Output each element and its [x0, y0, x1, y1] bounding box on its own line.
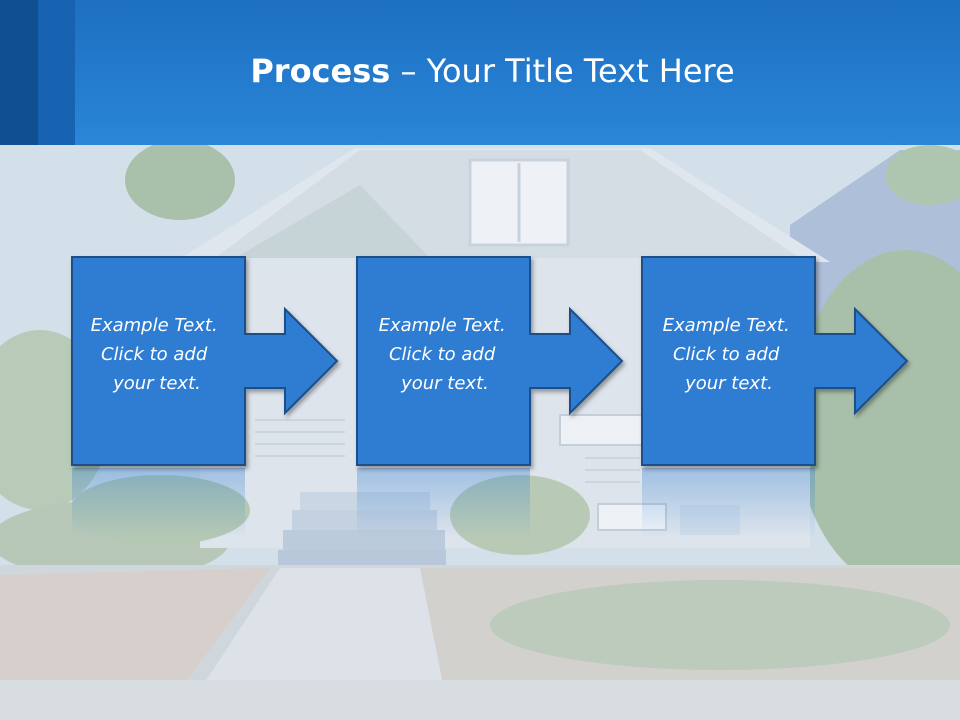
- step-2-text: Example Text. Click to add your text.: [379, 315, 512, 394]
- process-step-1[interactable]: Example Text. Click to add your text.: [71, 256, 339, 538]
- step-3-text: Example Text. Click to add your text.: [663, 315, 796, 394]
- step-3-line-3: your text.: [684, 373, 773, 394]
- banner-accent-dark: [0, 0, 38, 145]
- title-banner: Process – Your Title Text Here: [0, 0, 960, 145]
- step-2-line-2: Click to add: [389, 344, 496, 365]
- step-2-line-3: your text.: [400, 373, 489, 394]
- step-1-line-2: Click to add: [101, 344, 208, 365]
- banner-accent-mid: [38, 0, 75, 145]
- process-step-2[interactable]: Example Text. Click to add your text.: [356, 256, 624, 538]
- step-3-line-1: Example Text.: [663, 315, 790, 336]
- process-step-3[interactable]: Example Text. Click to add your text.: [641, 256, 909, 538]
- slide-title[interactable]: Process – Your Title Text Here: [0, 52, 960, 90]
- title-bold: Process: [250, 52, 391, 90]
- step-3-line-2: Click to add: [673, 344, 780, 365]
- step-1-text: Example Text. Click to add your text.: [91, 315, 224, 394]
- step-2-line-1: Example Text.: [379, 315, 506, 336]
- title-rest: – Your Title Text Here: [390, 52, 735, 90]
- step-1-line-1: Example Text.: [91, 315, 218, 336]
- step-1-line-3: your text.: [112, 373, 201, 394]
